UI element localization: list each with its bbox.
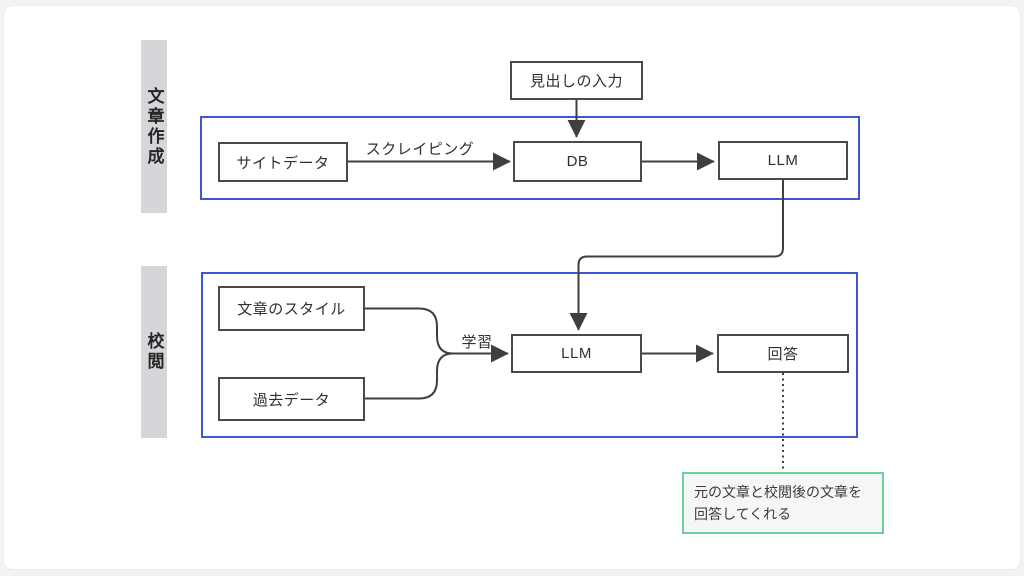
node-past-data: 過去データ: [218, 377, 365, 421]
section-frame-writing: [200, 116, 860, 200]
node-style: 文章のスタイル: [218, 286, 365, 331]
edge-label-learning: 学習: [461, 334, 493, 351]
section-label-writing: 文章作成: [144, 86, 164, 167]
edge-style-merge: [365, 307, 454, 355]
annotation-line-1: 元の文章と校閲後の文章を: [694, 484, 862, 500]
edge-label-scraping: スクレイピング: [365, 141, 475, 158]
section-label-proofread: 校閲: [144, 332, 164, 372]
node-headline-input: 見出しの入力: [510, 61, 643, 100]
node-llm-top: LLM: [718, 141, 848, 180]
edge-pastdata-merge: [365, 352, 454, 400]
annotation-note: 元の文章と校閲後の文章を 回答してくれる: [682, 472, 884, 534]
node-db: DB: [513, 141, 642, 182]
edge-llmtop-to-llmbottom: [569, 180, 784, 331]
node-answer: 回答: [717, 334, 849, 373]
annotation-line-2: 回答してくれる: [694, 506, 792, 523]
node-site-data: サイトデータ: [218, 142, 348, 182]
section-bar-proofread: 校閲: [141, 266, 167, 438]
section-frame-proofread: [201, 272, 858, 438]
node-llm-bottom: LLM: [511, 334, 642, 373]
section-bar-writing: 文章作成: [141, 40, 167, 213]
